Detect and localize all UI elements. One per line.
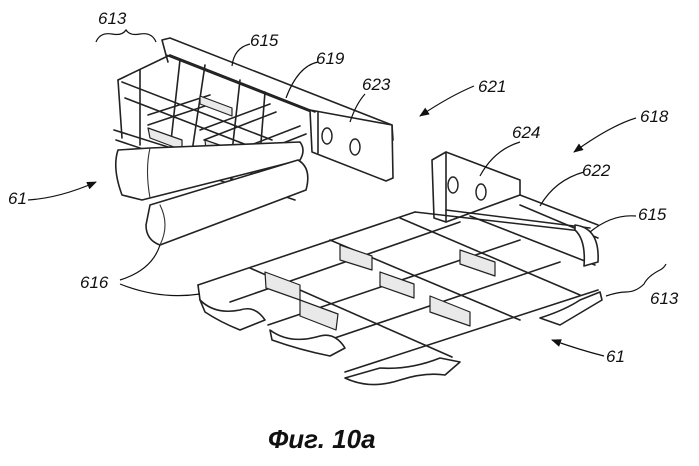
label-618: 618 bbox=[640, 107, 669, 126]
label-616: 616 bbox=[80, 273, 109, 292]
arrow-61-bottom bbox=[552, 340, 604, 356]
label-615-right: 615 bbox=[638, 205, 667, 224]
figure-caption: Фиг. 10а bbox=[268, 424, 376, 454]
upper-grating-section bbox=[114, 38, 393, 245]
label-613-top: 613 bbox=[98, 9, 127, 28]
label-619: 619 bbox=[316, 49, 345, 68]
label-615-top: 615 bbox=[250, 31, 279, 50]
leader-622 bbox=[540, 172, 584, 206]
label-623: 623 bbox=[362, 75, 391, 94]
leader-616-b bbox=[120, 284, 200, 296]
label-61-left: 61 bbox=[8, 189, 27, 208]
arrow-621 bbox=[420, 86, 474, 116]
label-613-right: 613 bbox=[650, 289, 679, 308]
label-61-bottom: 61 bbox=[606, 347, 625, 366]
arrow-618 bbox=[574, 118, 636, 152]
label-621: 621 bbox=[478, 77, 506, 96]
bracket-613-top bbox=[96, 30, 156, 42]
label-622: 622 bbox=[582, 161, 611, 180]
label-624: 624 bbox=[512, 123, 540, 142]
leader-616-a bbox=[120, 245, 160, 280]
arrow-61-left bbox=[28, 182, 96, 200]
